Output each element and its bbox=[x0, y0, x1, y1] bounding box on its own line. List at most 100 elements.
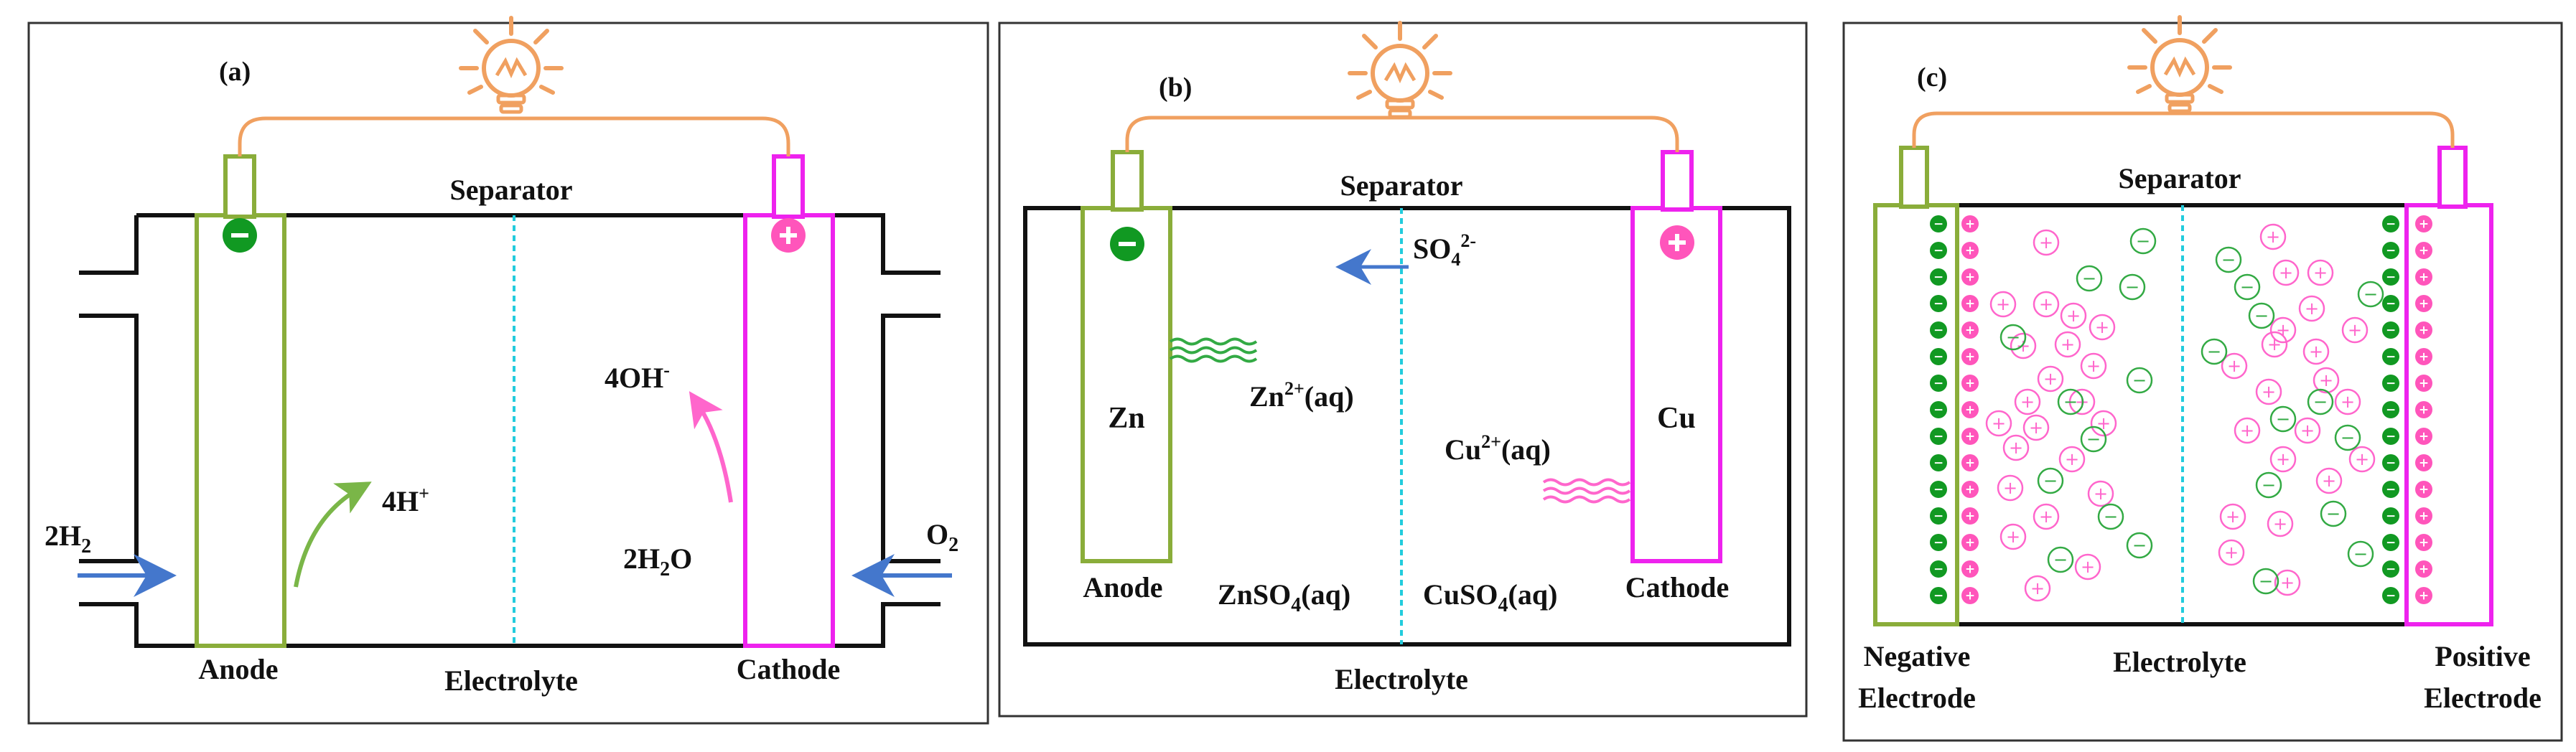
svg-text:−: − bbox=[1933, 481, 1943, 496]
proton-arrow-icon bbox=[294, 481, 372, 588]
h2-label: 2H2 bbox=[45, 520, 91, 558]
anion-icon: − bbox=[2047, 546, 2074, 573]
anode-label: Anode bbox=[198, 653, 278, 685]
cation-icon: + bbox=[2060, 302, 2087, 329]
positive-charge-dot: + bbox=[2415, 560, 2432, 578]
svg-text:−: − bbox=[2276, 409, 2290, 429]
panel-a-frame bbox=[27, 22, 989, 725]
positive-charge-dot: + bbox=[1961, 454, 1979, 471]
svg-text:−: − bbox=[2326, 504, 2341, 524]
svg-text:−: − bbox=[2386, 216, 2396, 230]
svg-text:+: + bbox=[2419, 375, 2429, 390]
svg-text:+: + bbox=[2086, 356, 2101, 376]
svg-text:−: − bbox=[1933, 216, 1943, 230]
galvanic-cell-body bbox=[1023, 206, 1791, 647]
svg-text:−: − bbox=[2386, 481, 2396, 496]
cation-icon: + bbox=[2002, 434, 2030, 461]
cathode-terminal bbox=[772, 154, 805, 219]
svg-text:+: + bbox=[1965, 561, 1975, 575]
svg-text:+: + bbox=[2095, 317, 2109, 337]
negative-charge-dot: − bbox=[2382, 295, 2399, 312]
znso4-label: ZnSO4(aq) bbox=[1218, 578, 1350, 616]
anion-icon: − bbox=[2320, 500, 2347, 527]
svg-text:−: − bbox=[2125, 277, 2139, 297]
svg-text:+: + bbox=[1965, 588, 1975, 602]
external-wire bbox=[1912, 111, 2455, 148]
positive-charge-dot: + bbox=[2415, 428, 2432, 445]
svg-text:−: − bbox=[2136, 231, 2150, 251]
positive-charge-dot: + bbox=[1961, 215, 1979, 232]
svg-text:+: + bbox=[2003, 478, 2017, 498]
panel-a-tag: (a) bbox=[219, 57, 251, 87]
cation-icon: + bbox=[2058, 446, 2086, 473]
svg-text:+: + bbox=[2300, 420, 2315, 441]
svg-text:−: − bbox=[2082, 268, 2096, 288]
cation-icon: + bbox=[2334, 388, 2361, 415]
negative-charge-dot: − bbox=[2382, 587, 2399, 604]
cation-icon: + bbox=[2341, 316, 2369, 344]
cathode-terminal bbox=[1661, 150, 1694, 212]
svg-text:−: − bbox=[2386, 375, 2396, 390]
svg-text:+: + bbox=[2227, 356, 2241, 376]
cation-icon: + bbox=[2014, 388, 2041, 415]
cation-icon: + bbox=[1985, 410, 2012, 437]
svg-text:−: − bbox=[1933, 455, 1943, 469]
electrolyte-label: Electrolyte bbox=[444, 664, 578, 697]
positive-charge-dot: + bbox=[1961, 321, 1979, 339]
svg-text:+: + bbox=[2262, 382, 2276, 402]
separator-label: Separator bbox=[1340, 169, 1462, 202]
cation-icon: + bbox=[2054, 331, 2081, 358]
svg-text:−: − bbox=[2313, 392, 2328, 412]
cation-icon: + bbox=[2261, 331, 2288, 358]
panel-b-tag: (b) bbox=[1159, 72, 1192, 103]
sulfate-label: SO42- bbox=[1413, 230, 1476, 270]
anion-icon: − bbox=[2269, 405, 2297, 433]
positive-charge-dot: + bbox=[2415, 587, 2432, 604]
svg-text:−: − bbox=[1933, 243, 1943, 257]
svg-text:+: + bbox=[2419, 428, 2429, 443]
positive-charge-dot: + bbox=[1961, 375, 1979, 392]
svg-text:−: − bbox=[2086, 429, 2101, 449]
negative-charge-dot: − bbox=[1930, 587, 1947, 604]
svg-text:+: + bbox=[2006, 527, 2020, 547]
anion-icon: − bbox=[2126, 532, 2153, 559]
svg-text:−: − bbox=[2386, 402, 2396, 416]
svg-text:+: + bbox=[2226, 507, 2240, 527]
cation-icon: + bbox=[2037, 365, 2064, 393]
negative-charge-dot: − bbox=[1930, 454, 1947, 471]
svg-text:+: + bbox=[2313, 263, 2328, 283]
panel-a: (a) Separator 2H2 O2 4H+ bbox=[27, 18, 989, 725]
cation-icon: + bbox=[2255, 378, 2282, 405]
electrolyte-label: Electrolyte bbox=[1335, 663, 1468, 695]
cation-icon: + bbox=[2298, 295, 2325, 322]
svg-text:+: + bbox=[1992, 413, 2006, 433]
anion-icon: − bbox=[2201, 338, 2228, 365]
svg-text:+: + bbox=[1965, 269, 1975, 283]
positive-charge-dot: + bbox=[1961, 242, 1979, 259]
svg-text:−: − bbox=[1933, 322, 1943, 337]
cation-icon: + bbox=[2022, 414, 2050, 441]
svg-text:−: − bbox=[2104, 507, 2118, 527]
negative-charge-dot: − bbox=[2382, 268, 2399, 286]
svg-text:+: + bbox=[2419, 349, 2429, 363]
svg-text:−: − bbox=[2386, 455, 2396, 469]
anion-icon: − bbox=[1999, 324, 2027, 351]
negative-charge-dot: − bbox=[2382, 242, 2399, 259]
svg-text:−: − bbox=[2386, 535, 2396, 549]
cation-icon: + bbox=[2221, 352, 2248, 380]
svg-text:+: + bbox=[2039, 294, 2053, 314]
svg-text:+: + bbox=[1965, 402, 1975, 416]
positive-charge-dot: + bbox=[1961, 560, 1979, 578]
positive-charge-dot: + bbox=[2415, 375, 2432, 392]
positive-charge-dot: + bbox=[1961, 348, 1979, 365]
svg-text:+: + bbox=[2319, 370, 2333, 390]
positive-surface-charges: +++++++++++++++ bbox=[2415, 215, 2432, 604]
svg-text:+: + bbox=[2419, 588, 2429, 602]
svg-text:+: + bbox=[1965, 375, 1975, 390]
positive-charge-dot: + bbox=[2415, 242, 2432, 259]
svg-text:+: + bbox=[2240, 420, 2254, 441]
svg-text:+: + bbox=[2030, 578, 2045, 598]
anode-terminal bbox=[223, 154, 256, 219]
hydroxide-label: 4OH- bbox=[605, 359, 670, 394]
svg-text:−: − bbox=[2386, 508, 2396, 522]
